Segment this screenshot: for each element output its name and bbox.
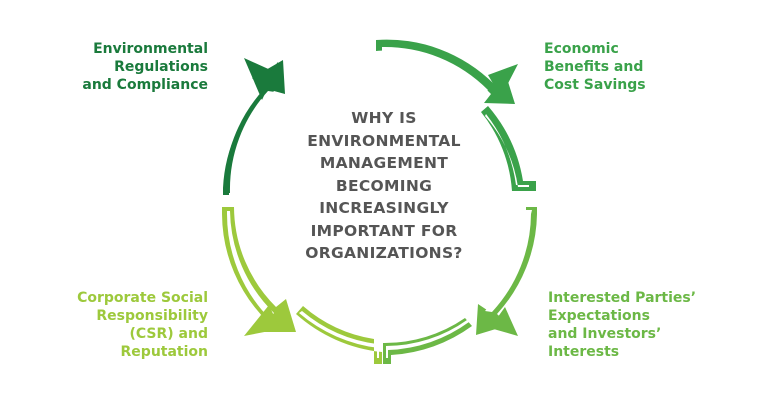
center-question: WHY IS ENVIRONMENTAL MANAGEMENT BECOMING INC… xyxy=(284,107,484,265)
arc-top-left-inner xyxy=(229,91,275,193)
label-line: Regulations xyxy=(114,59,208,75)
arc-top-right-inner xyxy=(382,46,488,94)
center-question-line: WHY IS xyxy=(351,109,417,127)
center-question-line: BECOMING xyxy=(335,176,433,195)
arc-bottom-right-shape xyxy=(476,207,537,335)
segment-top-right xyxy=(376,39,536,191)
label-line: Cost Savings xyxy=(544,77,646,93)
label-line: Corporate Social xyxy=(77,290,208,306)
label-line: Environmental xyxy=(93,41,208,57)
label-line: and Compliance xyxy=(82,77,208,93)
center-question-line: ORGANIZATIONS? xyxy=(305,244,463,262)
segment-bottom-left xyxy=(222,207,382,364)
arc-bottom-right-inner xyxy=(485,210,532,312)
label-line: Expectations xyxy=(548,308,650,324)
label-bottom-right: Interested Parties’ Expectations and Inves… xyxy=(548,289,696,361)
arrowhead-bottom-left xyxy=(244,305,280,336)
segment-top-left xyxy=(223,60,285,195)
label-line: and Investors’ xyxy=(548,326,662,342)
arrowhead-top-left xyxy=(244,58,275,100)
label-line: Benefits and xyxy=(544,59,644,75)
arrowhead-top-right xyxy=(488,64,518,97)
center-question-line: INCREASINGLY xyxy=(319,199,449,217)
segment-bottom-right xyxy=(383,207,537,364)
center-question-line: ENVIRONMENTAL xyxy=(307,131,461,150)
arc-bottom-left-tail-inner xyxy=(299,311,379,358)
label-line: Interested Parties’ xyxy=(548,290,697,306)
center-question-line: MANAGEMENT xyxy=(319,154,449,172)
label-line: Reputation xyxy=(120,344,208,360)
label-line: Economic xyxy=(544,41,619,57)
arc-bottom-left-inner xyxy=(227,211,274,318)
arc-top-right-shape xyxy=(376,39,515,104)
arrowhead-bottom-right xyxy=(490,307,518,336)
label-line: Responsibility xyxy=(96,308,208,324)
label-line: (CSR) and xyxy=(129,326,208,342)
label-line: Interests xyxy=(548,344,620,360)
center-question-line: IMPORTANT FOR xyxy=(310,221,458,240)
